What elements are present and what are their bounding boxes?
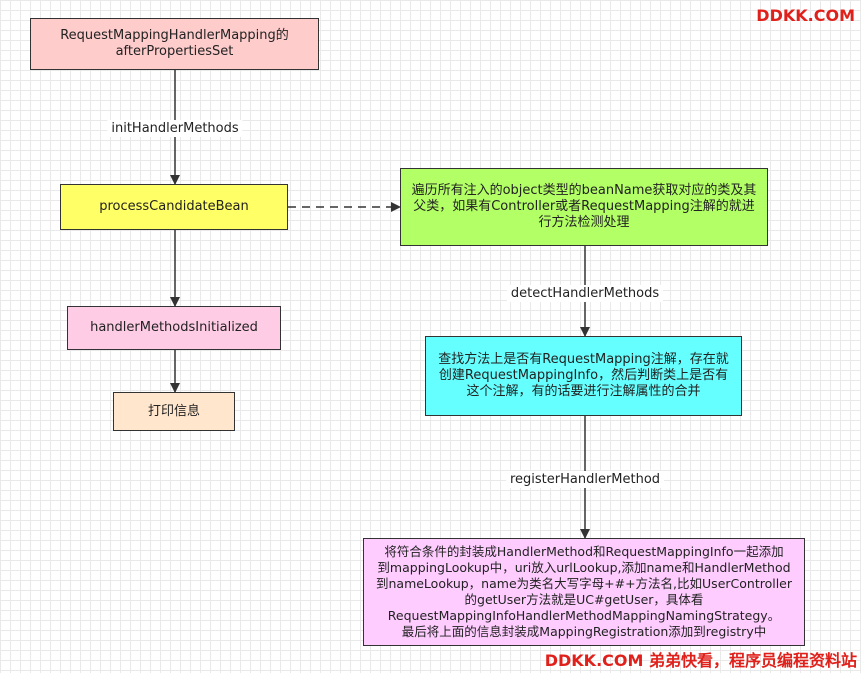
node-label: handlerMethodsInitialized xyxy=(90,320,258,335)
node-label: processCandidateBean xyxy=(99,199,249,214)
node-label: 打印信息 xyxy=(147,403,200,419)
node-label: 将符合条件的封装成HandlerMethod和RequestMappingInf… xyxy=(375,544,793,639)
node-mapping-afterpropertiesset: RequestMappingHandlerMapping的 afterPrope… xyxy=(30,18,319,70)
node-label: 遍历所有注入的object类型的beanName获取对应的类及其 父类，如果有C… xyxy=(411,183,757,230)
node-label: RequestMappingHandlerMapping的 afterPrope… xyxy=(60,28,289,59)
edge-label-init-handler-methods: initHandlerMethods xyxy=(107,120,243,137)
node-process-candidate-bean: processCandidateBean xyxy=(60,184,288,230)
edge-label-detect-handler-methods: detectHandlerMethods xyxy=(506,285,664,302)
node-print-info: 打印信息 xyxy=(113,392,235,431)
watermark-bottom: DDKK.COM 弟弟快看，程序员编程资料站 xyxy=(544,651,857,670)
watermark-top: DDKK.COM xyxy=(756,6,855,25)
node-traverse-beans: 遍历所有注入的object类型的beanName获取对应的类及其 父类，如果有C… xyxy=(400,168,768,246)
node-handler-methods-initialized: handlerMethodsInitialized xyxy=(67,306,281,350)
edge-label-register-handler-method: registerHandlerMethod xyxy=(505,471,665,488)
node-register-handler-method: 将符合条件的封装成HandlerMethod和RequestMappingInf… xyxy=(363,538,805,646)
node-find-request-mapping: 查找方法上是否有RequestMapping注解，存在就 创建RequestMa… xyxy=(425,336,742,416)
node-label: 查找方法上是否有RequestMapping注解，存在就 创建RequestMa… xyxy=(438,352,729,399)
